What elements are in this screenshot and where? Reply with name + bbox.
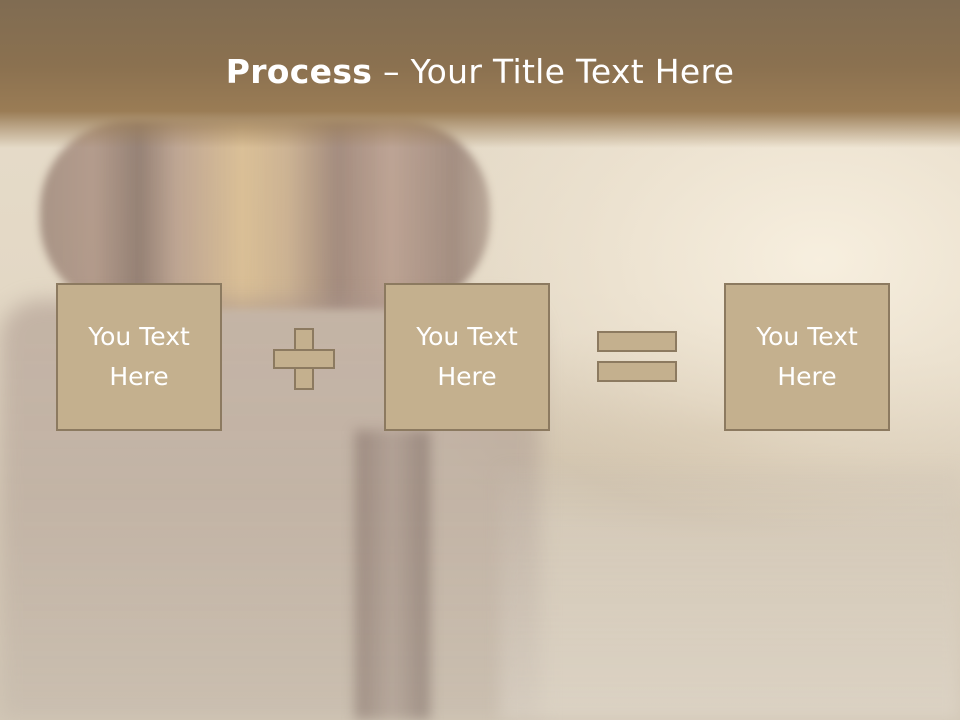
plus-center: [296, 351, 312, 367]
process-box-2[interactable]: You Text Here: [384, 283, 550, 431]
plus-icon: [273, 328, 335, 390]
header-band: [0, 0, 960, 148]
process-box-2-line1: You Text: [416, 322, 518, 351]
process-box-2-label: You Text Here: [407, 317, 527, 397]
process-box-1-line2: Here: [109, 362, 169, 391]
title-rest: – Your Title Text Here: [372, 52, 735, 91]
process-box-1-line1: You Text: [88, 322, 190, 351]
process-box-3-label: You Text Here: [747, 317, 867, 397]
process-box-3-line2: Here: [777, 362, 837, 391]
process-box-3-line1: You Text: [756, 322, 858, 351]
process-box-1-label: You Text Here: [79, 317, 199, 397]
table-surface-image: [500, 470, 960, 720]
process-box-3[interactable]: You Text Here: [724, 283, 890, 431]
title-bold: Process: [225, 52, 373, 91]
equals-top-bar: [597, 331, 677, 352]
process-box-1[interactable]: You Text Here: [56, 283, 222, 431]
slide-title[interactable]: Process – Your Title Text Here: [0, 52, 960, 91]
gavel-handle-image: [355, 430, 430, 720]
process-box-2-line2: Here: [437, 362, 497, 391]
gavel-head-image: [40, 120, 490, 310]
equals-bottom-bar: [597, 361, 677, 382]
equals-icon: [597, 331, 677, 383]
